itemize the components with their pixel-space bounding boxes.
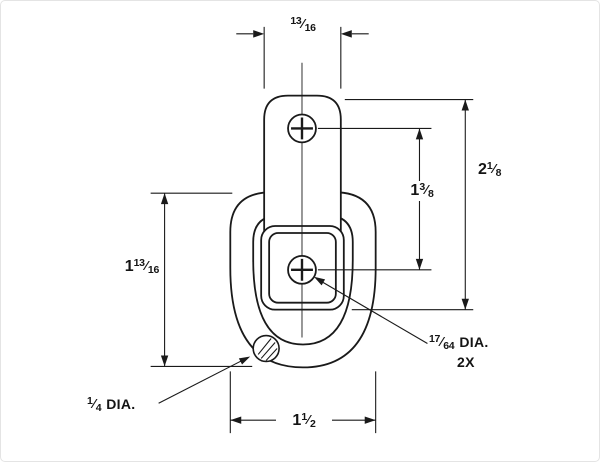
fraction-denominator: 2 [310, 417, 316, 430]
mounting-plate-inner-line [268, 232, 337, 304]
fraction-denominator: 16 [147, 263, 159, 276]
dim-top-width-fraction: 1316 [290, 15, 316, 34]
arrow-overall-bottom [461, 298, 469, 310]
bottom-screw-cross-icon [291, 258, 313, 281]
fraction-numerator: 1 [486, 160, 493, 172]
arrow-hole-leader [313, 276, 326, 286]
rod-diameter-fraction: 14 [87, 395, 102, 414]
wire-section-circle [252, 334, 280, 363]
dim-overall-height: 218 [478, 160, 502, 179]
fraction-numerator: 13 [133, 257, 145, 269]
label-hole-diameter: 1764DIA. 2X [429, 333, 489, 370]
ring-height-extension-lines [150, 192, 253, 367]
hole-diameter-count: 2X [457, 354, 475, 370]
section-hatch-lines [257, 338, 278, 361]
arrow-top-left [253, 30, 265, 38]
dim-whole-number: 1 [410, 182, 420, 199]
dim-overall-height-fraction: 18 [486, 160, 502, 179]
dim-ring-height-fraction: 1316 [133, 257, 160, 276]
dim-hole-spacing: 138 [402, 181, 442, 201]
arrow-spacing-top [415, 128, 424, 140]
arrow-ring-top [160, 193, 169, 205]
dimension-lines [150, 26, 474, 434]
arrow-overall-top [461, 99, 469, 111]
fraction-denominator: 8 [495, 166, 502, 179]
arrow-rod-leader [238, 356, 251, 365]
top-screw-cross-icon [291, 117, 313, 140]
overall-height-extension-lines [344, 99, 474, 311]
fraction-denominator: 16 [304, 21, 316, 34]
dim-bottom-width-fraction: 12 [301, 411, 316, 430]
dim-whole-number: 2 [478, 161, 487, 178]
dim-bottom-width: 112 [276, 411, 332, 431]
bottom-width-extension-lines [229, 371, 377, 434]
arrow-bottom-right [364, 416, 376, 424]
hole-spacing-extension-lines [317, 127, 432, 271]
rod-dia-leader-line [158, 359, 243, 404]
arrow-spacing-bottom [415, 258, 424, 270]
fraction-numerator: 13 [290, 15, 302, 27]
dim-whole-number: 1 [292, 412, 302, 429]
rod-diameter-suffix: DIA. [106, 396, 136, 412]
strap-outline [263, 94, 342, 243]
dim-whole-number: 1 [124, 258, 134, 275]
hole-diameter-suffix: DIA. [459, 334, 489, 350]
hole-diameter-fraction: 1764 [429, 333, 455, 352]
dim-top-width: 1316 [274, 15, 332, 34]
arrow-ring-bottom [160, 355, 169, 367]
fraction-numerator: 17 [429, 333, 441, 345]
arrow-top-right [340, 30, 352, 38]
screw-holes [287, 113, 317, 285]
arrowheads [160, 30, 469, 424]
fraction-denominator: 4 [95, 401, 102, 414]
dim-ring-height: 11316 [91, 257, 160, 276]
fraction-denominator: 8 [428, 187, 434, 200]
fraction-numerator: 3 [419, 181, 425, 193]
hole-dia-leader-line [321, 281, 428, 344]
dim-hole-spacing-fraction: 38 [419, 181, 434, 200]
fraction-denominator: 64 [443, 339, 455, 352]
top-width-extension-lines [263, 26, 342, 89]
fraction-numerator: 1 [301, 411, 307, 423]
wire-section-detail [252, 334, 280, 363]
fraction-numerator: 1 [87, 395, 93, 407]
arrow-bottom-left [230, 416, 242, 424]
hole-diameter-value: 1764DIA. [429, 333, 489, 352]
label-rod-diameter: 14DIA. [87, 395, 136, 414]
